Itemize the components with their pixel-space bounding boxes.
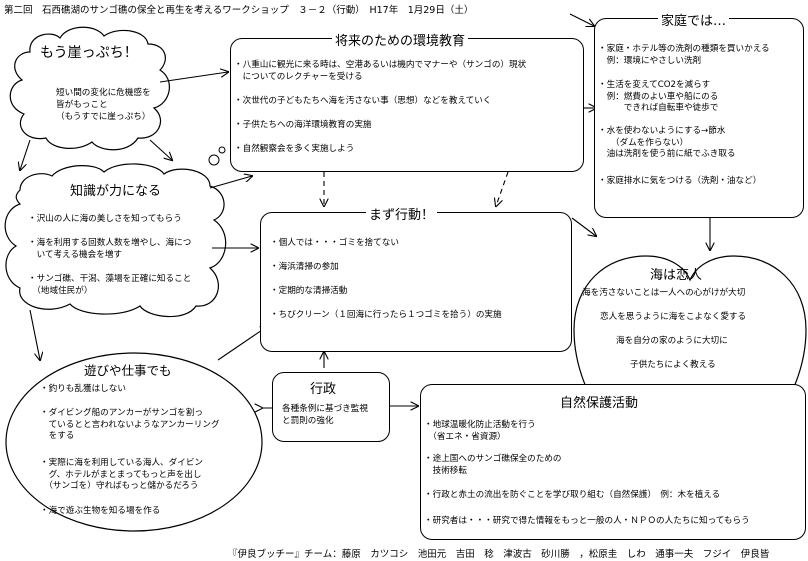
asobi-item: ・実際に海を利用している海人、ダイビン グ、ホテルがまとまってもっと声を出し （… bbox=[40, 458, 204, 491]
team-footer: 『伊良ブッチー』チーム：藤原 カツコシ 池田元 吉田 稔 津波古 砂川勝 ，松原… bbox=[228, 549, 770, 560]
mou-gakeppuchi-line: 短い間の変化に危機感を bbox=[56, 88, 151, 98]
kyoiku-item: ・次世代の子どもたちへ海を汚さない事（思想）などを教えていく bbox=[234, 96, 492, 106]
shizen-box bbox=[420, 384, 806, 540]
mazu-item: ・ちびクリーン（１回海に行ったら１つゴミを拾う）の実施 bbox=[270, 310, 502, 320]
mou-gakeppuchi-title: もう崖っぷち！ bbox=[40, 45, 138, 61]
ellipse-asobi bbox=[5, 352, 263, 532]
koi-line: 恋人を思うように海をこよなく愛する bbox=[600, 312, 747, 322]
workshop-header: 第二回 石西礁湖のサンゴ礁の保全と再生を考えるワークショップ ３－２（行動） H… bbox=[4, 5, 474, 16]
mou-gakeppuchi-line: （もうすでに崖っぷち） bbox=[56, 112, 151, 122]
asobi-title: 遊びや仕事でも bbox=[84, 363, 172, 378]
mazu-item: ・定期的な清掃活動 bbox=[270, 286, 348, 296]
mazu-box bbox=[260, 212, 572, 352]
gyosei-title: 行政 bbox=[310, 382, 337, 397]
kyoiku-item: ・自然観察会を多く実施しよう bbox=[234, 144, 355, 154]
chishiki-item: ・海を利用する回数人数を増やし、海につ いて考える機会を増す bbox=[28, 238, 192, 260]
gyosei-line: 各種条例に基づき監視 bbox=[282, 404, 368, 414]
cloud-chishiki bbox=[4, 163, 227, 318]
katei-item: ・家庭・ホテル等の洗剤の種類を買いかえる 例：環境にやさしい洗剤 bbox=[598, 44, 770, 66]
asobi-item: ・釣りも乱獲はしない bbox=[40, 384, 126, 394]
gyosei-line: と罰則の強化 bbox=[282, 416, 334, 426]
koi-line: 海を汚さないことは一人への心がけが大切 bbox=[582, 288, 746, 298]
asobi-item: ・海で遊ぶ生物を知る場を作る bbox=[40, 506, 161, 516]
koi-line: 子供たちによく教える bbox=[630, 360, 716, 370]
katei-item: ・生活を変えてCO2を減らす 例：燃費のよい車や船にのる できれば自転車や徒歩で bbox=[598, 80, 719, 113]
asobi-item: ・ダイビング船のアンカーがサンゴを割っ ているとと言われないようなアンカーリング… bbox=[40, 408, 220, 441]
shizen-title: 自然保護活動 bbox=[560, 396, 639, 411]
koi-title: 海は恋人 bbox=[650, 268, 703, 283]
chishiki-item: ・沢山の人に海の美しさを知ってもらう bbox=[28, 214, 182, 224]
katei-item: ・水を使わないようにする→節水 （ダムを作らない） 油は洗剤を使う前に紙でふき取… bbox=[598, 126, 736, 159]
shizen-item: ・途上国へのサンゴ礁保全のための 技術移転 bbox=[424, 454, 562, 476]
chishiki-item: ・サンゴ礁、干潟、藻場を正確に知ること （地域住民が） bbox=[28, 274, 192, 296]
mazu-title: まず行動！ bbox=[366, 204, 438, 223]
cloud-mou-gakeppuchi bbox=[9, 26, 170, 151]
gyosei-box bbox=[272, 372, 390, 442]
mazu-item: ・海浜清掃の参加 bbox=[270, 262, 339, 272]
mou-gakeppuchi-line: 皆がもっこと bbox=[56, 100, 108, 110]
shizen-item: ・研究者は・・・研究で得た情報をもっと一般の人・ＮＰＯの人たちに知ってもらう bbox=[424, 516, 750, 526]
shizen-item: ・行政と赤土の流出を防ぐことを学び取り組む（自然保護） 例：木を植える bbox=[424, 490, 721, 500]
kyoiku-title: 将来のための環境教育 bbox=[332, 30, 469, 49]
mazu-item: ・個人では・・・ゴミを捨てない bbox=[270, 238, 399, 248]
katei-title: 家庭では… bbox=[658, 10, 730, 29]
kyoiku-item: ・八重山に観光に来る時は、空港あるいは機内でマナーや（サンゴの）現状 についての… bbox=[234, 60, 527, 82]
chishiki-title: 知識が力になる bbox=[70, 184, 162, 199]
katei-item: ・家庭排水に気をつける（洗剤・油など） bbox=[598, 176, 762, 186]
koi-line: 海を自分の家のように大切に bbox=[616, 336, 728, 346]
shizen-item: ・地球温暖化防止活動を行う （省エネ・省資源） bbox=[424, 420, 536, 442]
kyoiku-item: ・子供たちへの海洋環境教育の実施 bbox=[234, 120, 372, 130]
